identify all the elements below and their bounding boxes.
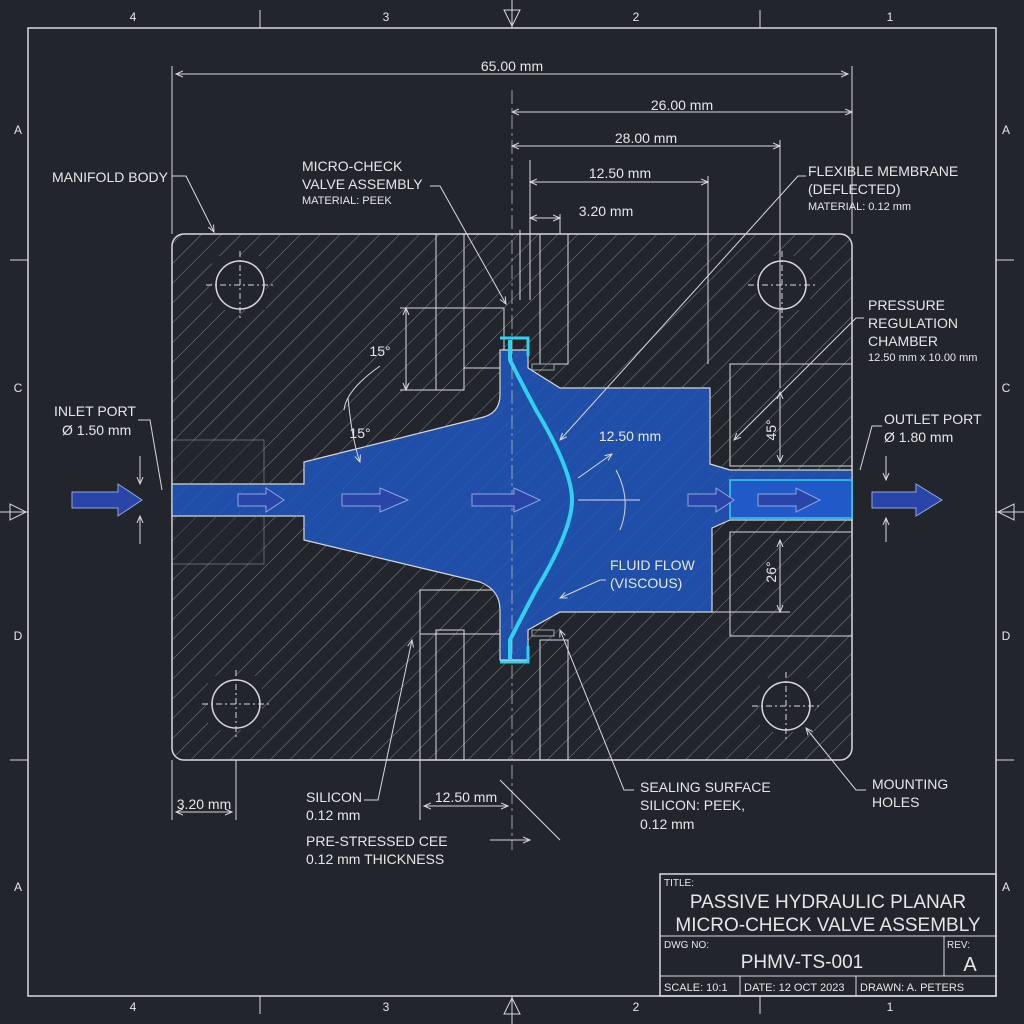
- rev-value: A: [963, 954, 977, 976]
- label-sealing-line2: SILICON: PEEK,: [640, 797, 745, 813]
- label-valve-material: MATERIAL: PEEK: [302, 195, 392, 207]
- zone-left-a: A: [14, 123, 22, 137]
- zone-bottom-2: 2: [633, 1000, 640, 1014]
- dim-chamber: 12.50 mm: [599, 428, 661, 444]
- label-inlet-line2: Ø 1.50 mm: [62, 422, 131, 438]
- label-mounting-line1: MOUNTING: [872, 776, 948, 792]
- outlet-arrow: [872, 484, 942, 516]
- label-membrane-line1: FLEXIBLE MEMBRANE: [808, 163, 958, 179]
- label-valve-line1: MICRO-CHECK: [302, 158, 403, 174]
- label-valve-line2: VALVE ASSEMBLY: [302, 176, 423, 192]
- label-sealing-line1: SEALING SURFACE: [640, 779, 771, 795]
- dim-1250-top: 12.50 mm: [589, 165, 651, 181]
- zone-top-3: 3: [383, 10, 390, 24]
- title-label: TITLE:: [664, 878, 694, 889]
- title-block: TITLE: PASSIVE HYDRAULIC PLANAR MICRO-CH…: [660, 874, 996, 996]
- label-fluid-line1: FLUID FLOW: [610, 557, 696, 573]
- label-sealing-line3: 0.12 mm: [640, 816, 694, 832]
- label-inlet-line1: INLET PORT: [54, 403, 136, 419]
- label-silicon-line1: SILICON: [306, 789, 362, 805]
- dim-overall-width: 65.00 mm: [481, 58, 543, 74]
- rev-label: REV:: [947, 940, 970, 951]
- drawing-title-line2: MICRO-CHECK VALVE ASSEMBLY: [675, 915, 980, 936]
- zone-top-4: 4: [130, 10, 137, 24]
- zone-left-d: D: [14, 629, 23, 643]
- label-prestressed-line2: 0.12 mm THICKNESS: [306, 851, 444, 867]
- label-outlet-line1: OUTLET PORT: [884, 411, 982, 427]
- dwg-no-label: DWG NO:: [664, 940, 709, 951]
- dim-320-bottom: 3.20 mm: [177, 796, 231, 812]
- mounting-hole-top-left: [206, 251, 274, 319]
- dim-1250-bottom: 12.50 mm: [435, 789, 497, 805]
- mounting-hole-bottom-left: [202, 670, 270, 738]
- label-fluid-line2: (VISCOUS): [610, 575, 682, 591]
- label-prestressed-line1: PRE-STRESSED CEE: [306, 833, 448, 849]
- angle-45: 45°: [763, 419, 779, 440]
- label-silicon-line2: 0.12 mm: [306, 807, 360, 823]
- dim-28: 28.00 mm: [615, 130, 677, 146]
- zone-right-c: C: [1002, 381, 1011, 395]
- inlet-arrow: [72, 484, 142, 516]
- label-membrane-material: MATERIAL: 0.12 mm: [808, 201, 911, 213]
- zone-bottom-4: 4: [130, 1000, 137, 1014]
- label-chamber-line3: CHAMBER: [868, 333, 938, 349]
- angle-26: 26°: [763, 561, 779, 582]
- drawn-by: DRAWN: A. PETERS: [860, 982, 964, 994]
- angle-upper: 15°: [369, 343, 390, 359]
- zone-bottom-3: 3: [383, 1000, 390, 1014]
- label-chamber-line1: PRESSURE: [868, 297, 945, 313]
- dwg-no: PHMV-TS-001: [741, 952, 863, 973]
- label-chamber-size: 12.50 mm x 10.00 mm: [868, 352, 977, 364]
- label-membrane-line2: (DEFLECTED): [808, 181, 901, 197]
- dim-26: 26.00 mm: [651, 97, 713, 113]
- zone-right-a: A: [1002, 123, 1010, 137]
- zone-right-d: D: [1002, 629, 1011, 643]
- drawing-title-line1: PASSIVE HYDRAULIC PLANAR: [690, 892, 966, 913]
- zone-top-2: 2: [633, 10, 640, 24]
- scale: SCALE: 10:1: [664, 982, 728, 994]
- zone-left-a2: A: [14, 880, 22, 894]
- mounting-hole-bottom-right: [752, 672, 820, 740]
- dim-320-top: 3.20 mm: [579, 203, 633, 219]
- date: DATE: 12 OCT 2023: [744, 982, 844, 994]
- angle-lower: 15°: [349, 425, 370, 441]
- zone-top-1: 1: [887, 10, 894, 24]
- zone-left-c: C: [14, 381, 23, 395]
- label-outlet-line2: Ø 1.80 mm: [884, 429, 953, 445]
- label-chamber-line2: REGULATION: [868, 315, 958, 331]
- zone-right-a2: A: [1002, 880, 1010, 894]
- mounting-hole-top-right: [748, 251, 816, 319]
- zone-bottom-1: 1: [887, 1000, 894, 1014]
- label-mounting-line2: HOLES: [872, 794, 919, 810]
- label-manifold-body: MANIFOLD BODY: [52, 169, 169, 185]
